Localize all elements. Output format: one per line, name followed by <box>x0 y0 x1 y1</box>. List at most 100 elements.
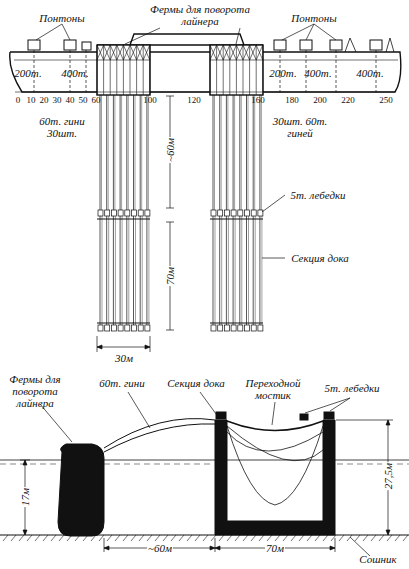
stroke <box>259 216 260 325</box>
stroke <box>226 216 227 325</box>
stroke <box>243 45 250 60</box>
stroke <box>130 45 131 95</box>
winch-block <box>245 210 250 216</box>
stroke <box>236 45 243 60</box>
winch-block <box>224 210 229 216</box>
stroke <box>113 216 114 325</box>
stroke <box>146 216 147 325</box>
drawing-label: Секция дока <box>167 377 225 389</box>
stroke <box>142 216 143 325</box>
drawing-label: 160 <box>251 96 265 106</box>
stroke <box>215 216 216 325</box>
dock-section <box>215 420 335 535</box>
stroke <box>219 216 220 325</box>
stroke <box>123 45 124 95</box>
winch-block <box>132 210 137 216</box>
winch-block <box>245 325 250 331</box>
winch-block <box>118 210 123 216</box>
stroke <box>230 45 237 60</box>
stroke <box>217 45 224 60</box>
stroke <box>256 45 263 60</box>
drawing-label: 70м <box>265 542 285 554</box>
winch-block <box>98 325 103 331</box>
hull-deck <box>14 60 398 61</box>
stroke <box>239 216 240 325</box>
winch-block <box>251 325 256 331</box>
winch-block <box>258 210 263 216</box>
stroke <box>97 323 150 324</box>
stroke <box>241 95 242 210</box>
stroke <box>221 216 222 325</box>
stroke <box>136 45 137 95</box>
drawing-label: 220 <box>341 96 355 106</box>
stroke <box>256 45 257 95</box>
winch-block <box>258 325 263 331</box>
drawing-label: 400т. <box>356 67 383 79</box>
stroke <box>246 216 247 325</box>
winch-block <box>218 325 223 331</box>
stroke <box>217 45 224 60</box>
stroke <box>110 45 117 60</box>
drawing-label: 400т. <box>61 67 88 79</box>
stroke <box>123 45 130 60</box>
stroke <box>254 95 255 210</box>
stroke <box>210 45 211 95</box>
stroke <box>126 216 127 325</box>
stroke <box>106 216 107 325</box>
stroke <box>235 216 236 325</box>
dimension-lines <box>97 96 174 352</box>
stroke <box>213 216 214 325</box>
stroke <box>126 95 127 210</box>
winch-block <box>211 210 216 216</box>
stroke <box>97 60 150 61</box>
drawing-label: 5т. лебедки <box>324 382 379 394</box>
stroke <box>210 219 263 220</box>
stroke <box>101 95 102 210</box>
winches <box>216 412 334 420</box>
cables-and-docks <box>97 95 263 331</box>
winch-block <box>111 325 116 331</box>
stroke <box>248 95 249 210</box>
stroke <box>97 219 150 220</box>
winch-block <box>105 210 110 216</box>
stroke <box>227 95 228 210</box>
stroke <box>148 95 149 210</box>
stroke <box>236 45 237 95</box>
stroke <box>117 45 124 60</box>
stroke <box>234 95 235 210</box>
scale-line <box>15 92 395 93</box>
winch-block <box>218 210 223 216</box>
drawing-label: 100 <box>143 96 157 106</box>
stroke <box>223 45 224 95</box>
stroke <box>259 95 260 210</box>
stroke <box>137 45 144 60</box>
winch-block <box>251 210 256 216</box>
stroke <box>133 216 134 325</box>
stroke <box>255 216 256 325</box>
drawing-label: ~60м <box>147 542 173 554</box>
winch-block <box>98 210 103 216</box>
winch-block <box>111 210 116 216</box>
stroke <box>253 95 254 210</box>
bridge <box>227 421 323 431</box>
stroke <box>140 95 141 210</box>
drawing-label: 17м <box>19 487 31 507</box>
stroke <box>233 95 234 210</box>
stroke <box>143 45 150 60</box>
winch-block <box>125 325 130 331</box>
stroke <box>121 95 122 210</box>
stroke <box>143 45 150 60</box>
liner-section <box>58 444 104 536</box>
stroke <box>250 45 257 60</box>
stroke <box>243 45 250 60</box>
stroke <box>117 45 124 60</box>
leader-lines <box>40 392 370 556</box>
stroke <box>214 95 215 210</box>
dock-chains <box>227 426 323 505</box>
stroke <box>110 45 117 60</box>
liner-hull <box>10 52 401 92</box>
stroke <box>236 45 243 60</box>
drawing-label: ~60м <box>164 137 176 163</box>
